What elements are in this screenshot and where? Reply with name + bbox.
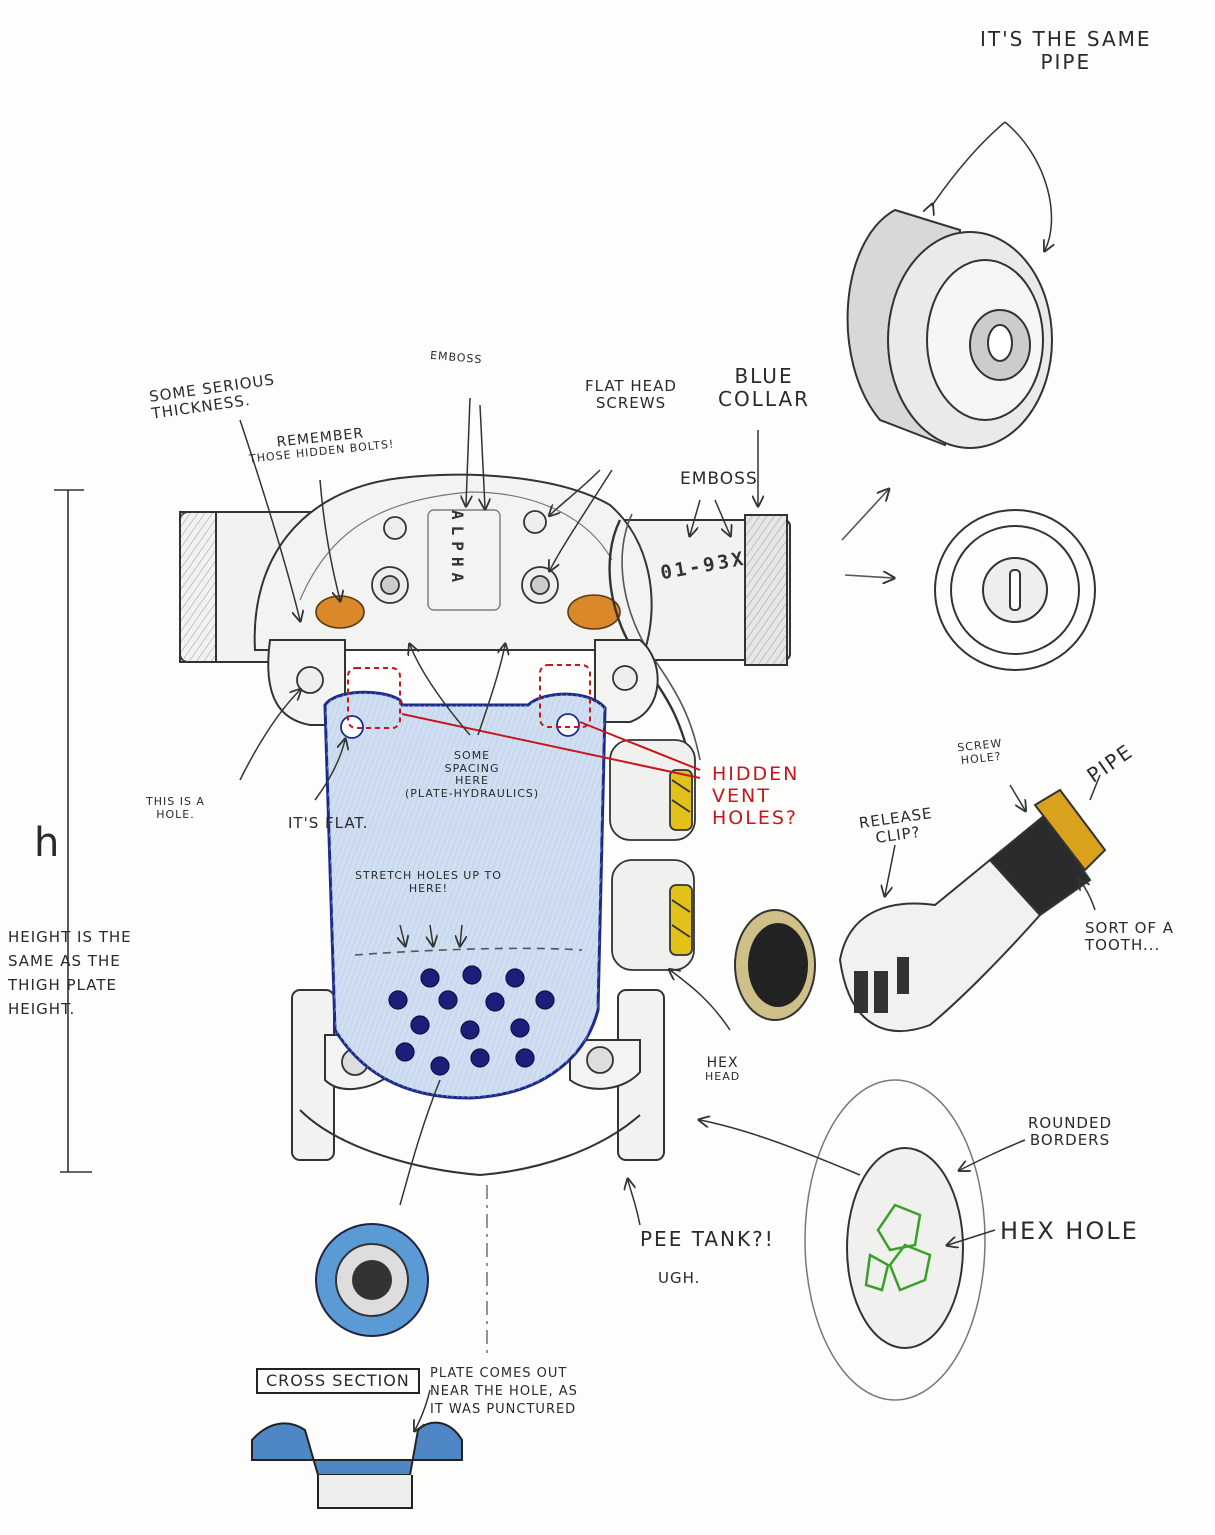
note-flat-head-screws: FLAT HEAD SCREWS [585,377,677,413]
label-cross-section: CROSS SECTION [256,1368,420,1395]
height-dimension [54,489,92,1173]
pipe-collar-perspective [846,208,1053,449]
hex-filter-cap [734,909,816,1021]
note-pee-tank: PEE TANK?! [640,1227,775,1251]
height-symbol: h [34,820,61,866]
note-stretch-holes: STRETCH HOLES UP TO HERE! [355,869,502,895]
hex-socket-detail [804,1079,986,1401]
hidden-bolts [315,594,621,630]
note-plate-comes-out: PLATE COMES OUT NEAR THE HOLE, AS IT WAS… [430,1366,578,1418]
note-height: HEIGHT IS THE SAME AS THE THIGH PLATE HE… [8,928,132,1018]
vent-hole-dots [388,965,555,1076]
leader-lines [239,121,1101,1430]
note-emboss-side: EMBOSS [680,469,758,489]
emboss-alpha: ALPHA [448,510,467,589]
note-hex-hole: HEX HOLE [1000,1217,1139,1245]
note-its-flat: IT'S FLAT. [288,814,369,832]
hex-socket-icon [864,1203,932,1292]
note-ugh: UGH. [658,1269,701,1287]
cross-section-drawing [251,1421,463,1509]
hidden-vent-markers [347,664,591,729]
note-screw-hole: SCREW HOLE? [956,736,1003,767]
pipe-cap-front [934,509,1096,671]
note-this-is-a-hole: THIS IS A HOLE. [146,795,205,821]
note-hex-head: HEX HEAD [705,1055,741,1084]
blue-collar-ring [315,1223,429,1337]
note-some-spacing: SOME SPACING HERE (PLATE-HYDRAULICS) [405,749,540,800]
note-same-pipe: IT'S THE SAME PIPE [980,27,1152,74]
note-blue-collar: BLUE COLLAR [718,364,811,411]
note-hidden-vent-holes: HIDDEN VENT HOLES? [712,763,800,829]
note-sort-of-tooth: SORT OF A TOOTH... [1085,919,1175,955]
elbow-pipe [838,788,1107,1032]
flat-head-screws [371,510,559,604]
note-rounded-borders: ROUNDED BORDERS [1028,1114,1113,1150]
side-mechanism [609,739,696,971]
